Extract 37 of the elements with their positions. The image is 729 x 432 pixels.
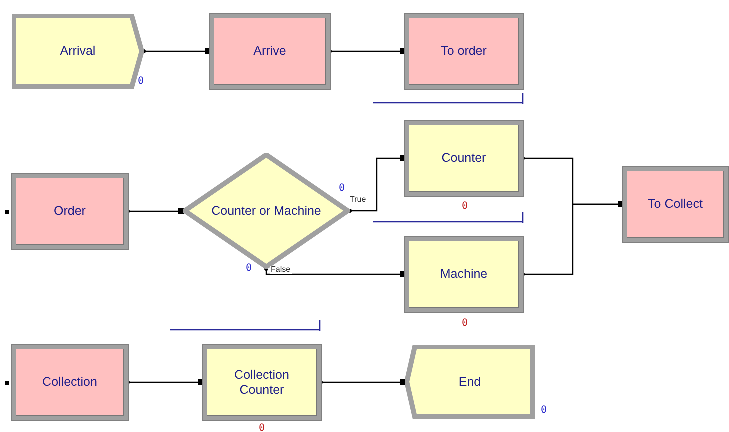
process-box	[405, 237, 523, 312]
connector	[264, 267, 406, 278]
node-label: Arrive	[254, 44, 286, 59]
node-label: Arrival	[60, 44, 96, 59]
counter-value: 0	[339, 184, 346, 194]
node-label: Machine	[440, 267, 488, 282]
process-box	[203, 345, 321, 420]
node-label: To Collect	[648, 197, 703, 212]
process-box	[405, 121, 523, 196]
process-box	[12, 345, 128, 420]
node-label: End	[458, 374, 482, 390]
connector	[348, 156, 406, 213]
counter-value: 0	[259, 424, 266, 432]
counter-value: 0	[138, 77, 144, 87]
process-box	[623, 167, 728, 242]
node-label: Collection	[42, 375, 98, 390]
connector	[319, 380, 406, 386]
connector	[142, 48, 211, 54]
counter-value: 0	[246, 264, 252, 274]
node-label: Counter or Machine	[212, 204, 322, 218]
connector	[328, 48, 406, 54]
node-label: Order	[54, 204, 86, 219]
node-label: Counter	[442, 151, 486, 166]
edge-label: True	[349, 196, 368, 204]
connector	[126, 380, 204, 386]
node-label: Collection Counter	[234, 368, 290, 397]
counter-value: 0	[541, 406, 548, 416]
process-box	[210, 14, 330, 89]
process-box	[12, 174, 128, 249]
counter-value: 0	[462, 319, 468, 329]
process-box	[405, 14, 523, 89]
create-module-shape	[12, 14, 144, 89]
dispose-module-shape	[405, 345, 535, 419]
counter-value: 0	[462, 202, 468, 212]
edge-label: False	[270, 266, 292, 274]
connector	[126, 208, 184, 214]
node-label: To order	[441, 44, 487, 59]
